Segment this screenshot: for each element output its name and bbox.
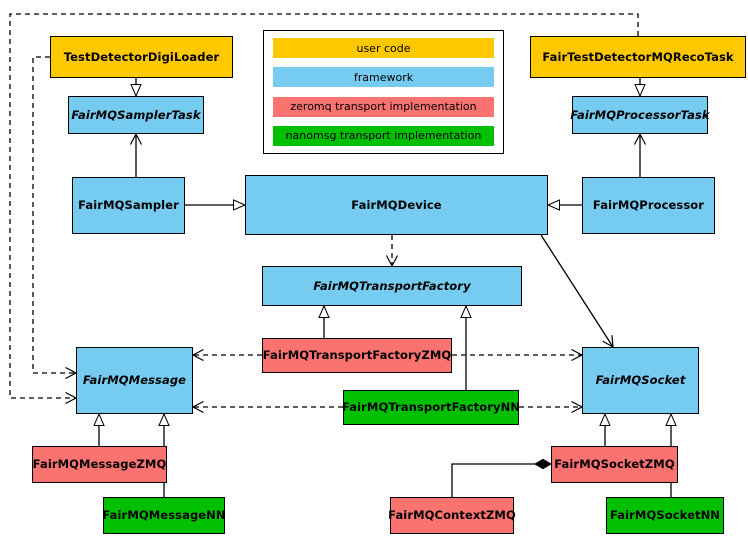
legend-item-framework: framework [273,67,494,88]
class-label: FairMQSocketNN [609,508,721,523]
class-label: FairMQProcessor [592,198,705,213]
class-node-fairmqprocessortask[interactable]: FairMQProcessorTask [570,96,710,134]
class-node-fairmqprocessor[interactable]: FairMQProcessor [582,177,715,234]
legend-label: zeromq transport implementation [290,100,477,114]
class-node-fairmqsocketnn[interactable]: FairMQSocketNN [606,497,724,534]
class-node-fairmqmessage[interactable]: FairMQMessage [76,347,193,414]
class-node-fairmqdevice[interactable]: FairMQDevice [245,175,548,235]
class-label: FairMQContextZMQ [388,508,516,523]
legend-item-nanomsg: nanomsg transport implementation [273,125,494,146]
legend-item-user-code: user code [273,38,494,58]
class-label: TestDetectorDigiLoader [63,49,220,64]
legend-label: user code [356,41,411,55]
class-label: FairMQTransportFactoryZMQ [262,348,452,363]
class-label: FairMQTransportFactory [313,278,471,293]
class-node-fairmqsocket[interactable]: FairMQSocket [582,347,699,414]
edge-contextzmq-socketzmq [451,458,552,497]
edge-recotask-message [9,13,639,398]
class-node-fairmqtransportfactoryzmq[interactable]: FairMQTransportFactoryZMQ [262,338,452,373]
class-node-fairtestdetectormqrecotask[interactable]: FairTestDetectorMQRecoTask [530,36,746,78]
class-label: FairMQSocketZMQ [554,457,675,472]
class-label: FairMQSocket [595,373,686,388]
class-label: FairMQMessageNN [102,508,226,523]
class-label: FairMQSampler [78,198,179,213]
class-node-fairmqtransportfactorynn[interactable]: FairMQTransportFactoryNN [341,390,521,425]
class-node-fairmqcontextzmq[interactable]: FairMQContextZMQ [388,497,516,534]
class-node-fairmqsocketzmq[interactable]: FairMQSocketZMQ [551,446,678,483]
class-node-fairmqtransportfactory[interactable]: FairMQTransportFactory [262,266,522,306]
legend-item-zeromq: zeromq transport implementation [273,96,494,117]
class-node-fairmqsamplertask[interactable]: FairMQSamplerTask [68,96,204,134]
class-label: FairMQTransportFactoryNN [341,400,521,415]
class-label: FairMQMessage [82,373,187,388]
legend-label: framework [353,70,414,84]
class-node-testdetectordigiloader[interactable]: TestDetectorDigiLoader [50,36,233,78]
class-node-fairmqmessagenn[interactable]: FairMQMessageNN [102,497,226,534]
class-label: FairMQDevice [351,197,442,212]
class-label: FairMQMessageZMQ [32,457,167,472]
edge-digiloader-message [32,56,76,373]
class-label: FairMQProcessorTask [570,107,710,122]
legend-label: nanomsg transport implementation [285,129,482,143]
class-label: FairMQSamplerTask [71,107,201,122]
class-label: FairTestDetectorMQRecoTask [542,49,734,64]
legend: user code framework zeromq transport imp… [263,30,504,154]
class-node-fairmqmessagezmq[interactable]: FairMQMessageZMQ [32,446,167,483]
class-node-fairmqsampler[interactable]: FairMQSampler [72,177,185,234]
edge-device-socket [540,234,613,347]
